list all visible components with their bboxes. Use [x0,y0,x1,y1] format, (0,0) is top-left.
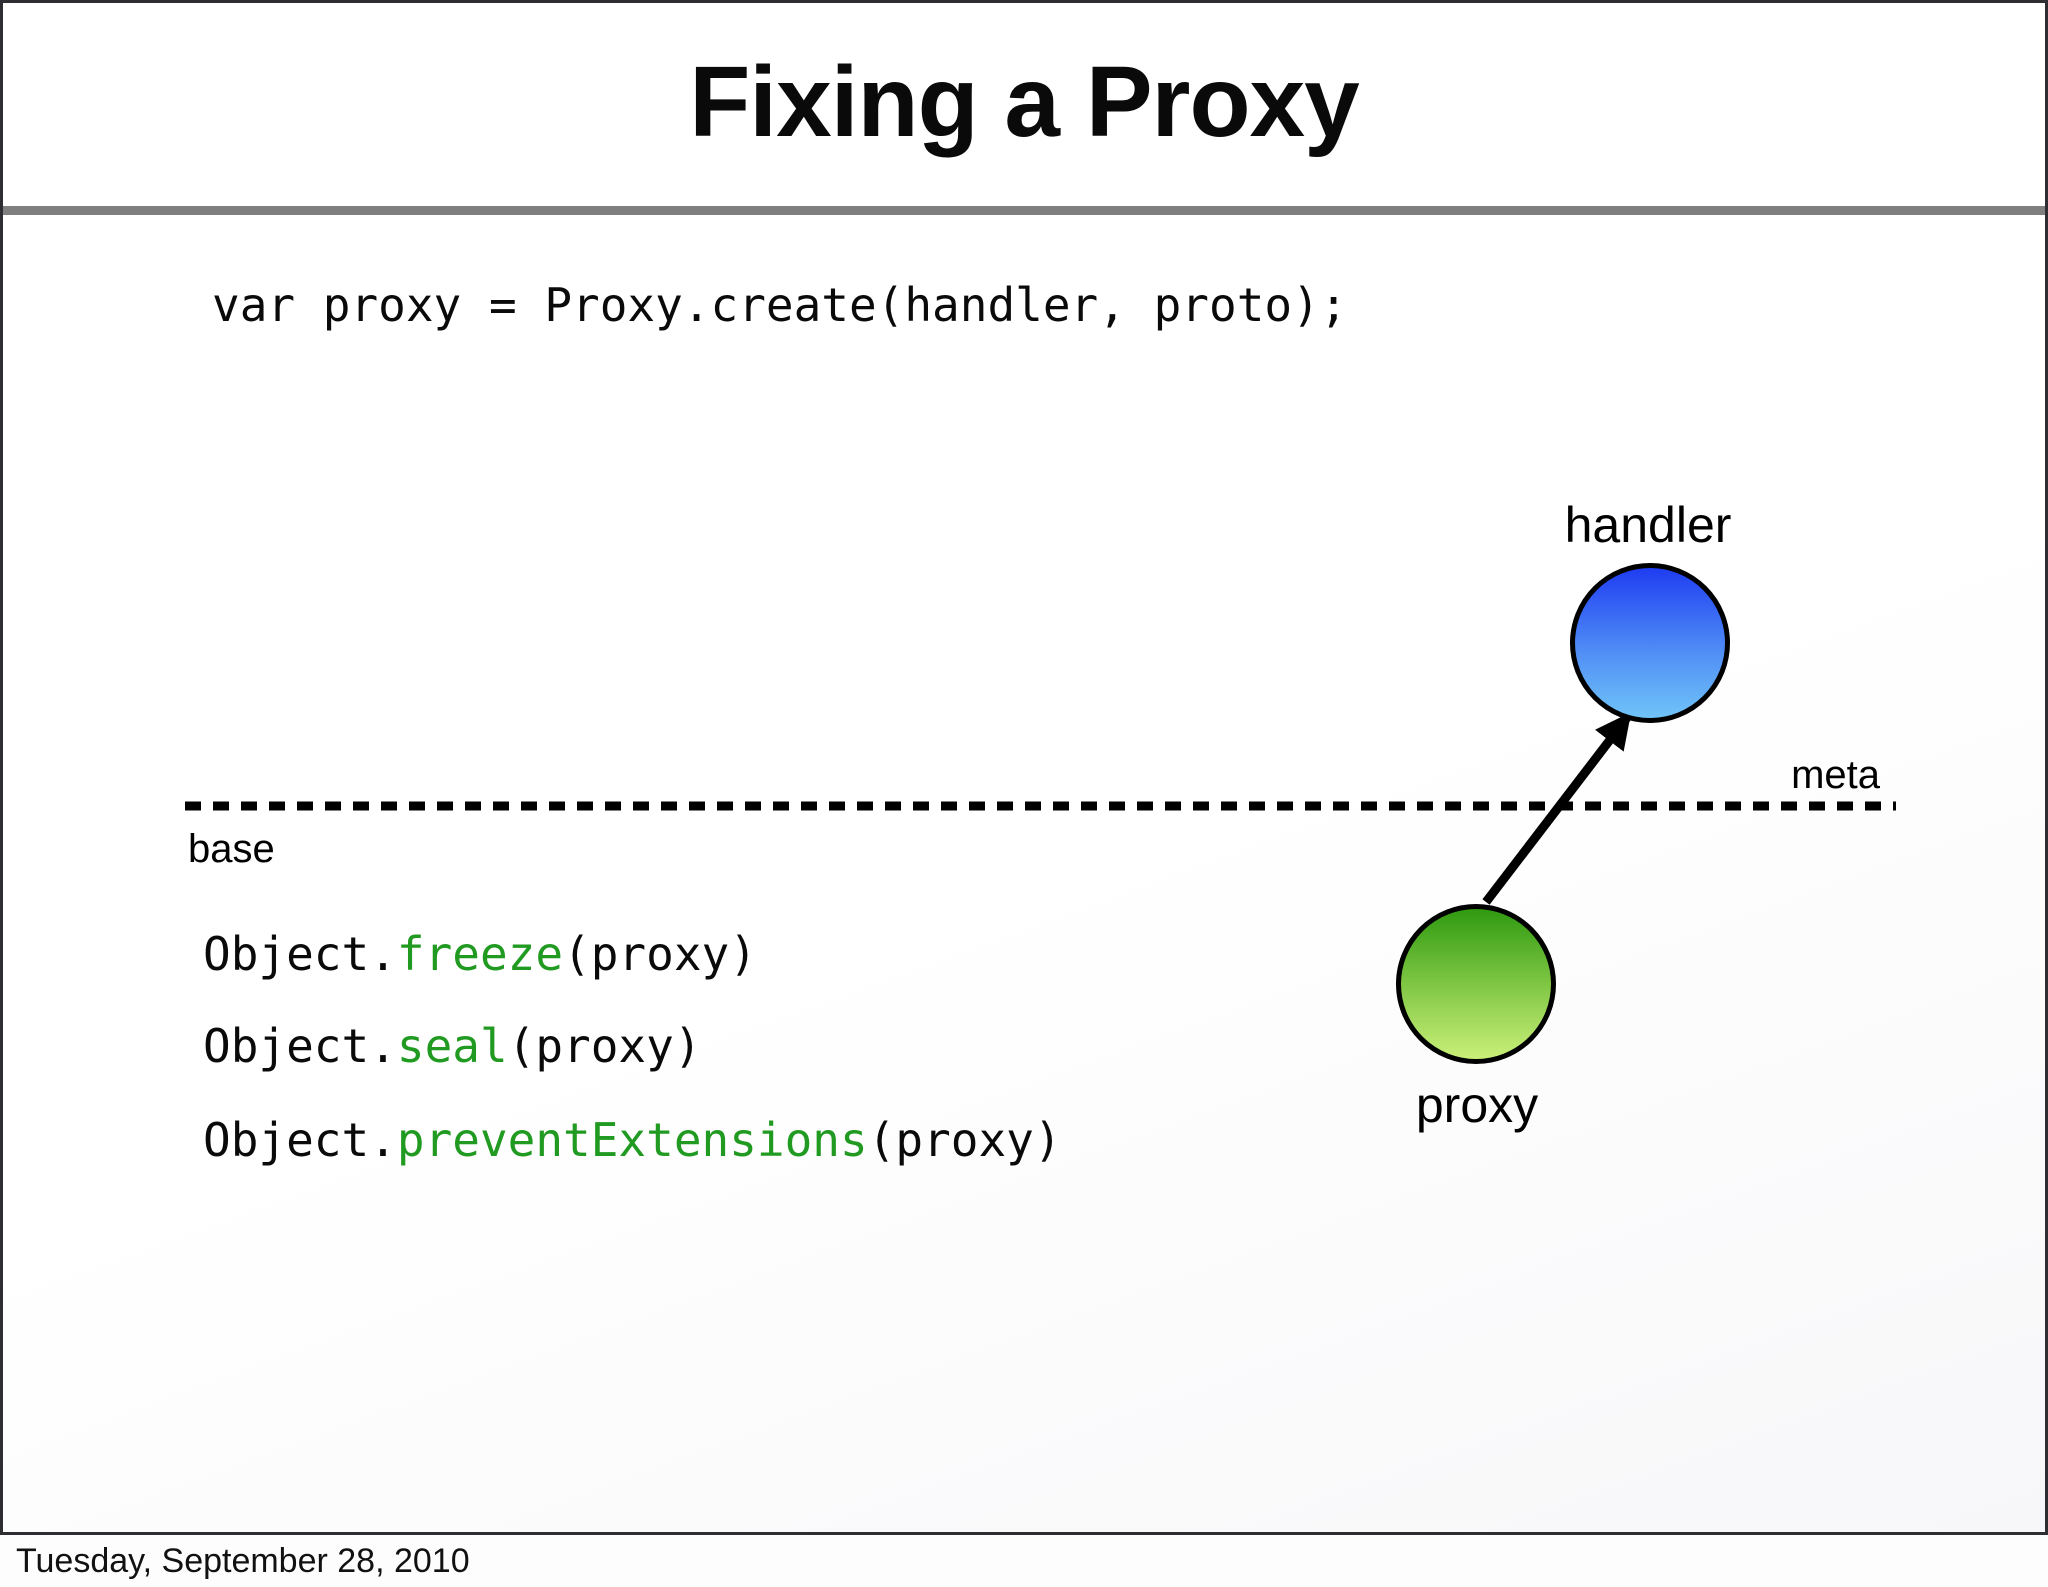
footer: Tuesday, September 28, 2010 [0,1535,2048,1587]
code-line-prevent-extensions: Object.preventExtensions(proxy) [203,1112,1062,1168]
title-separator-rule [3,206,2045,215]
handler-node [1570,563,1730,723]
proxy-label: proxy [1415,1077,1539,1133]
base-label: base [188,827,275,871]
handler-label: handler [1564,497,1732,553]
code-method-freeze: freeze [396,927,564,981]
page-title: Fixing a Proxy [689,46,1360,158]
proxy-to-handler-arrow [1482,712,1633,905]
code-object-prefix: Object. [203,1019,397,1073]
code-args: (proxy) [563,927,757,981]
code-var-declaration: var proxy = Proxy.create(handler, proto)… [212,278,1348,332]
proxy-node [1396,904,1556,1064]
code-args: (proxy) [867,1113,1062,1167]
meta-label: meta [1791,753,1880,797]
code-line-seal: Object.seal(proxy) [203,1018,702,1074]
code-args: (proxy) [507,1019,702,1073]
code-line-freeze: Object.freeze(proxy) [203,926,757,982]
code-object-prefix: Object. [203,1113,397,1167]
slide: Fixing a Proxy var proxy = Proxy.create(… [0,0,2048,1535]
footer-date: Tuesday, September 28, 2010 [16,1542,470,1580]
code-method-seal: seal [396,1019,508,1073]
code-method-prevent-extensions: preventExtensions [396,1113,868,1167]
code-object-prefix: Object. [203,927,397,981]
diagram-canvas [185,712,1896,905]
